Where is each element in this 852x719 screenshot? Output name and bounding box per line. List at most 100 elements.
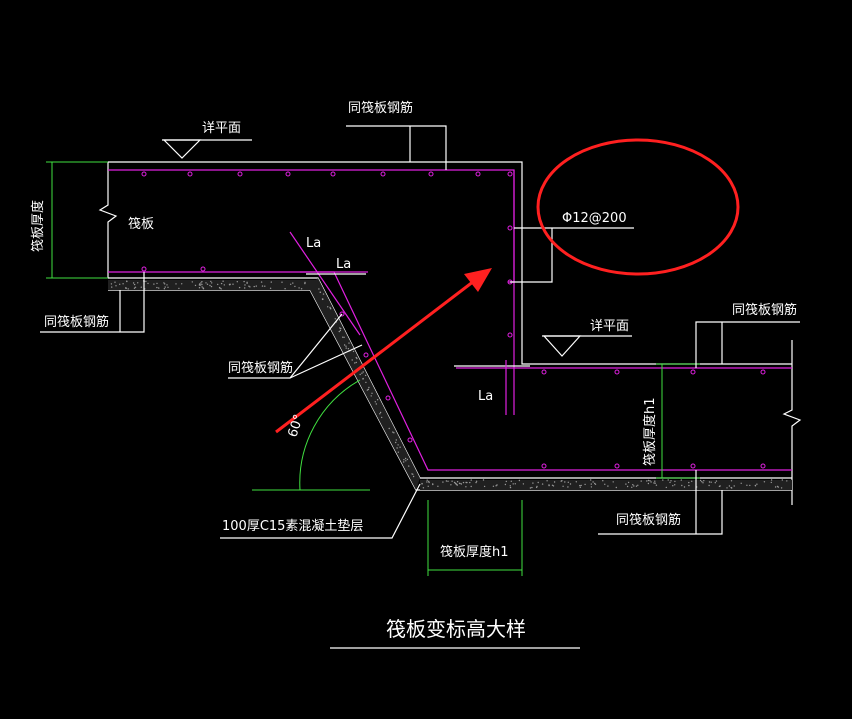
cushion-speck: [567, 486, 569, 488]
cushion-speck: [392, 431, 394, 433]
cushion-speck: [127, 288, 129, 290]
cushion-speck: [688, 481, 690, 484]
cushion-speck: [194, 284, 197, 287]
label-same-rebar-right-top: 同筏板钢筋: [732, 302, 797, 318]
cushion-speck: [153, 283, 155, 285]
cushion-speck: [199, 283, 201, 285]
cushion-speck: [352, 350, 355, 353]
cushion-speck: [370, 395, 372, 397]
cushion-speck: [343, 336, 345, 338]
cushion-speck: [575, 481, 577, 483]
cushion-speck: [270, 281, 272, 283]
cushion-speck: [647, 479, 650, 482]
cushion-speck: [770, 479, 773, 481]
cushion-speck: [232, 283, 234, 285]
cushion-speck: [703, 480, 705, 482]
cushion-speck: [504, 483, 507, 486]
cushion-speck: [496, 484, 498, 486]
cushion-speck: [399, 446, 401, 448]
cushion-speck: [492, 485, 495, 487]
cushion-speck: [122, 283, 124, 285]
cushion-speck: [210, 280, 212, 283]
cushion-speck: [726, 487, 728, 489]
cushion-speck: [562, 485, 564, 487]
cushion-speck: [647, 482, 650, 485]
cushion-speck: [342, 336, 344, 338]
cushion-speck: [437, 485, 439, 487]
cushion-speck: [537, 481, 539, 484]
label-rebar-spec: Φ12@200: [562, 211, 627, 226]
cushion-speck: [354, 362, 356, 364]
cushion-speck: [470, 485, 472, 488]
cushion-speck: [339, 329, 342, 332]
cushion-speck: [404, 457, 407, 460]
cushion-speck: [509, 486, 512, 489]
cushion-speck: [334, 318, 336, 320]
cushion-speck: [535, 486, 538, 489]
cushion-speck: [374, 401, 376, 403]
cushion-speck: [134, 286, 137, 288]
cushion-speck: [294, 285, 296, 288]
cushion-speck: [579, 484, 581, 487]
cushion-speck: [632, 484, 634, 486]
cushion-speck: [393, 432, 395, 434]
cushion-speck: [674, 480, 676, 483]
cushion-speck: [541, 483, 544, 485]
cushion-speck: [244, 287, 246, 289]
cushion-speck: [110, 283, 113, 285]
cushion-speck: [691, 480, 693, 482]
cushion-speck: [590, 479, 592, 481]
cushion-speck: [367, 388, 370, 391]
cushion-speck: [428, 480, 430, 483]
cushion-speck: [163, 282, 165, 284]
cushion-speck: [442, 481, 444, 483]
cushion-speck: [602, 480, 604, 482]
cushion-speck: [655, 484, 658, 486]
cushion-speck: [688, 484, 690, 487]
cushion-speck: [379, 411, 382, 414]
cushion-speck: [397, 451, 399, 453]
cushion-speck: [351, 359, 353, 361]
cushion-speck: [133, 287, 136, 289]
cushion-speck: [631, 486, 633, 488]
cushion-speck: [505, 480, 507, 483]
cushion-speck: [633, 485, 635, 487]
cushion-speck: [456, 484, 458, 486]
cushion-speck: [482, 479, 485, 481]
cushion-speck: [427, 485, 429, 487]
cushion-speck: [229, 284, 231, 286]
cushion-speck: [178, 287, 180, 290]
cushion-speck: [345, 345, 347, 347]
cushion-speck: [646, 480, 648, 482]
cushion-speck: [590, 486, 593, 488]
cushion-speck: [590, 483, 592, 485]
cushion-speck: [483, 485, 486, 488]
cushion-speck: [412, 473, 414, 475]
cushion-speck: [201, 283, 203, 286]
cushion-speck: [269, 287, 272, 289]
cushion-speck: [665, 486, 667, 489]
cushion-speck: [627, 481, 630, 484]
cushion-speck: [164, 286, 166, 288]
cushion-speck: [756, 483, 758, 485]
cushion-speck: [475, 480, 478, 482]
cushion-speck: [462, 481, 465, 484]
cushion-speck: [509, 485, 511, 487]
cushion-speck: [158, 287, 160, 289]
cushion-speck: [264, 285, 266, 287]
cushion-speck: [770, 481, 772, 484]
cushion-speck: [219, 287, 221, 289]
cushion-speck: [243, 280, 245, 283]
cushion-speck: [592, 481, 594, 483]
cushion-speck: [432, 483, 434, 486]
cushion-speck: [381, 416, 383, 419]
cushion-speck: [635, 485, 638, 487]
cushion-speck: [355, 361, 357, 364]
cushion-speck: [408, 465, 410, 467]
cushion-speck: [662, 479, 664, 481]
cushion-speck: [164, 283, 166, 285]
cushion-speck: [115, 285, 117, 287]
cushion-speck: [584, 483, 586, 486]
label-same-rebar-right-bottom: 同筏板钢筋: [616, 512, 681, 528]
cushion-speck: [546, 480, 548, 482]
